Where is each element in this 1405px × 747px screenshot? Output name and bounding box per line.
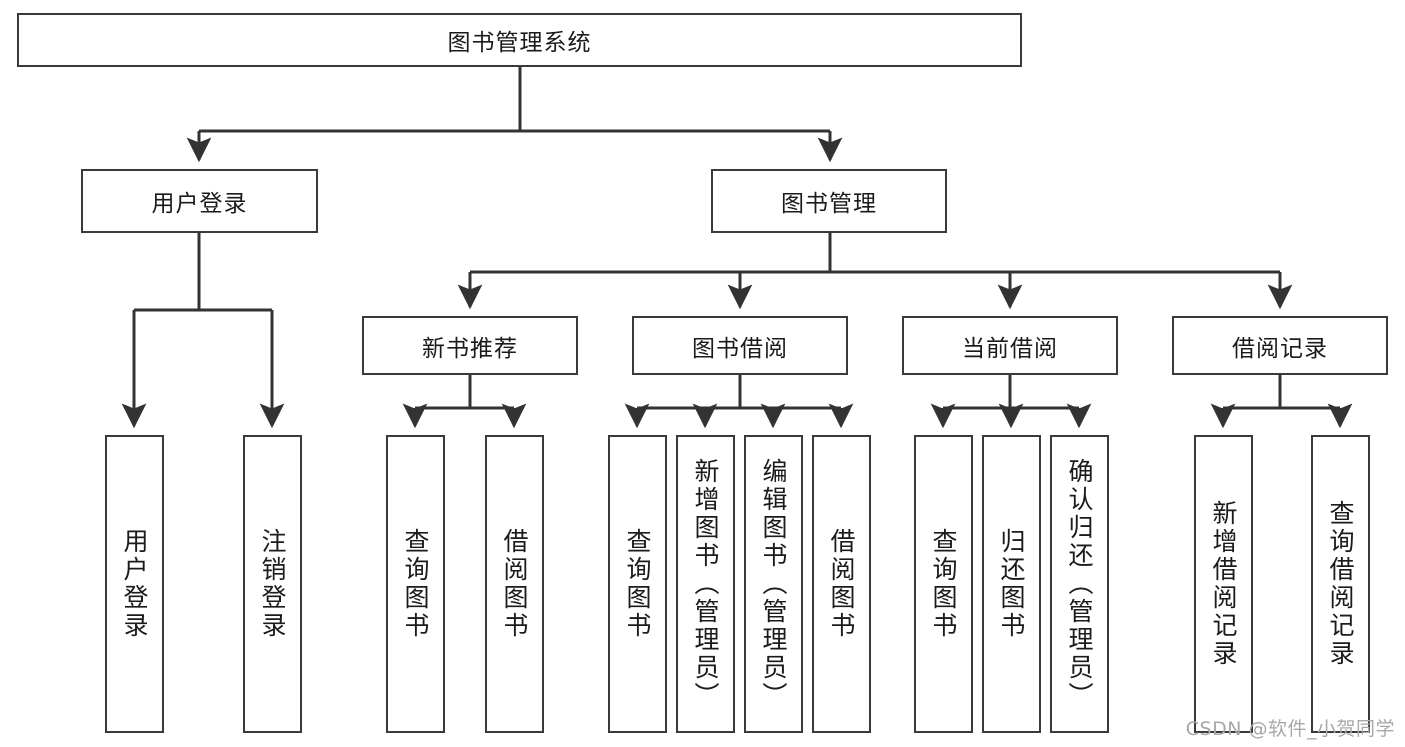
node-current-borrow[interactable]: 当前借阅 [902, 316, 1118, 375]
node-user-login[interactable]: 用户登录 [81, 169, 318, 233]
node-leaf-return-book-label: 归还图书 [997, 528, 1026, 640]
node-leaf-add-record-label: 新增借阅记录 [1209, 500, 1238, 668]
node-new-book-recommend[interactable]: 新书推荐 [362, 316, 578, 375]
node-borrow-record[interactable]: 借阅记录 [1172, 316, 1388, 375]
node-book-manage[interactable]: 图书管理 [711, 169, 947, 233]
node-leaf-return-book[interactable]: 归还图书 [982, 435, 1041, 733]
node-leaf-query-book-2[interactable]: 查询图书 [608, 435, 667, 733]
node-leaf-user-logout-label: 注销登录 [258, 528, 287, 640]
node-leaf-edit-book-label: 编辑图书（管理员） [759, 458, 788, 710]
node-leaf-add-book-label: 新增图书（管理员） [691, 458, 720, 710]
node-leaf-edit-book[interactable]: 编辑图书（管理员） [744, 435, 803, 733]
node-root-label: 图书管理系统 [447, 30, 592, 56]
watermark-text: CSDN @软件_小贺同学 [1185, 718, 1395, 740]
node-borrow-record-label: 借阅记录 [1232, 335, 1328, 362]
node-leaf-borrow-book-2[interactable]: 借阅图书 [812, 435, 871, 733]
node-leaf-user-login[interactable]: 用户登录 [105, 435, 164, 733]
node-leaf-query-book-3[interactable]: 查询图书 [914, 435, 973, 733]
node-leaf-query-book-3-label: 查询图书 [929, 528, 958, 640]
node-leaf-query-book-2-label: 查询图书 [623, 528, 652, 640]
node-leaf-add-book[interactable]: 新增图书（管理员） [676, 435, 735, 733]
node-book-manage-label: 图书管理 [781, 191, 877, 217]
node-root[interactable]: 图书管理系统 [17, 13, 1022, 67]
node-leaf-borrow-book-2-label: 借阅图书 [827, 528, 856, 640]
node-leaf-query-record[interactable]: 查询借阅记录 [1311, 435, 1370, 733]
node-leaf-confirm-return[interactable]: 确认归还（管理员） [1050, 435, 1109, 733]
node-leaf-user-logout[interactable]: 注销登录 [243, 435, 302, 733]
node-leaf-borrow-book-1-label: 借阅图书 [500, 528, 529, 640]
node-leaf-user-login-label: 用户登录 [120, 528, 149, 640]
node-book-borrow[interactable]: 图书借阅 [632, 316, 848, 375]
node-leaf-add-record[interactable]: 新增借阅记录 [1194, 435, 1253, 733]
node-new-book-recommend-label: 新书推荐 [422, 335, 518, 362]
node-user-login-label: 用户登录 [151, 191, 248, 217]
node-book-borrow-label: 图书借阅 [692, 335, 788, 362]
node-leaf-query-book-1-label: 查询图书 [401, 528, 430, 640]
node-leaf-query-book-1[interactable]: 查询图书 [386, 435, 445, 733]
node-current-borrow-label: 当前借阅 [962, 335, 1058, 362]
node-leaf-query-record-label: 查询借阅记录 [1326, 500, 1355, 668]
node-leaf-borrow-book-1[interactable]: 借阅图书 [485, 435, 544, 733]
node-leaf-confirm-return-label: 确认归还（管理员） [1065, 458, 1094, 710]
